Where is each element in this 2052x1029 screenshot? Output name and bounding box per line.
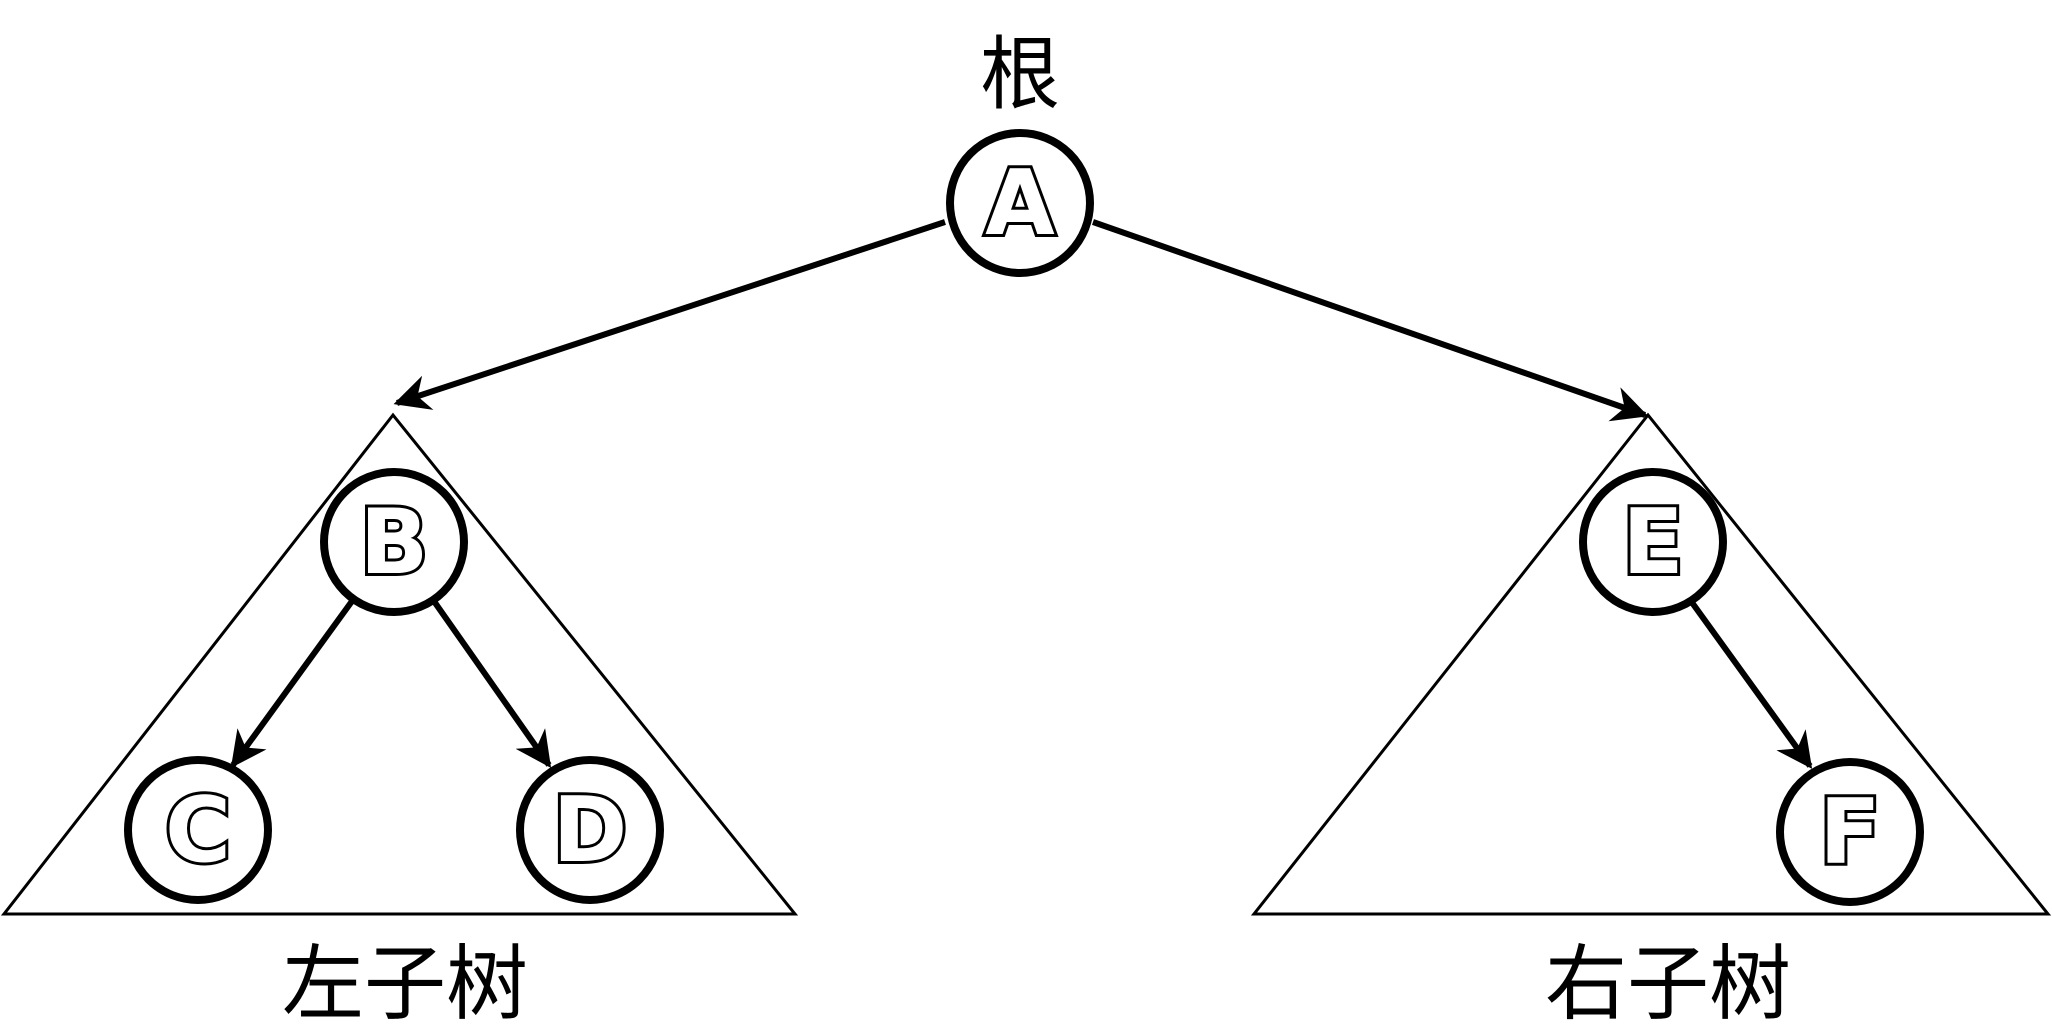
node-f: F	[1776, 758, 1924, 906]
node-f-label: F	[1819, 780, 1880, 885]
edge-a-e	[1092, 219, 1649, 422]
node-d-label: D	[553, 778, 628, 883]
node-d: D	[516, 756, 664, 904]
left-subtree-triangle	[0, 412, 799, 916]
node-c-label: C	[165, 778, 231, 883]
edge-b-c	[230, 595, 358, 768]
edge-e-f	[1685, 595, 1813, 769]
root-label: 根	[980, 28, 1060, 121]
node-e-label: E	[1622, 490, 1683, 595]
node-b-label: B	[360, 490, 429, 595]
left-subtree-label: 左子树	[282, 937, 528, 1029]
node-a: A	[946, 129, 1094, 277]
right-subtree-triangle	[1250, 412, 2052, 916]
edge-a-b	[393, 219, 946, 410]
edge-b-d	[428, 595, 552, 768]
node-a-label: A	[985, 151, 1055, 256]
node-b: B	[320, 468, 468, 616]
node-c: C	[124, 756, 272, 904]
node-e: E	[1579, 468, 1727, 616]
right-subtree-label: 右子树	[1545, 937, 1791, 1029]
